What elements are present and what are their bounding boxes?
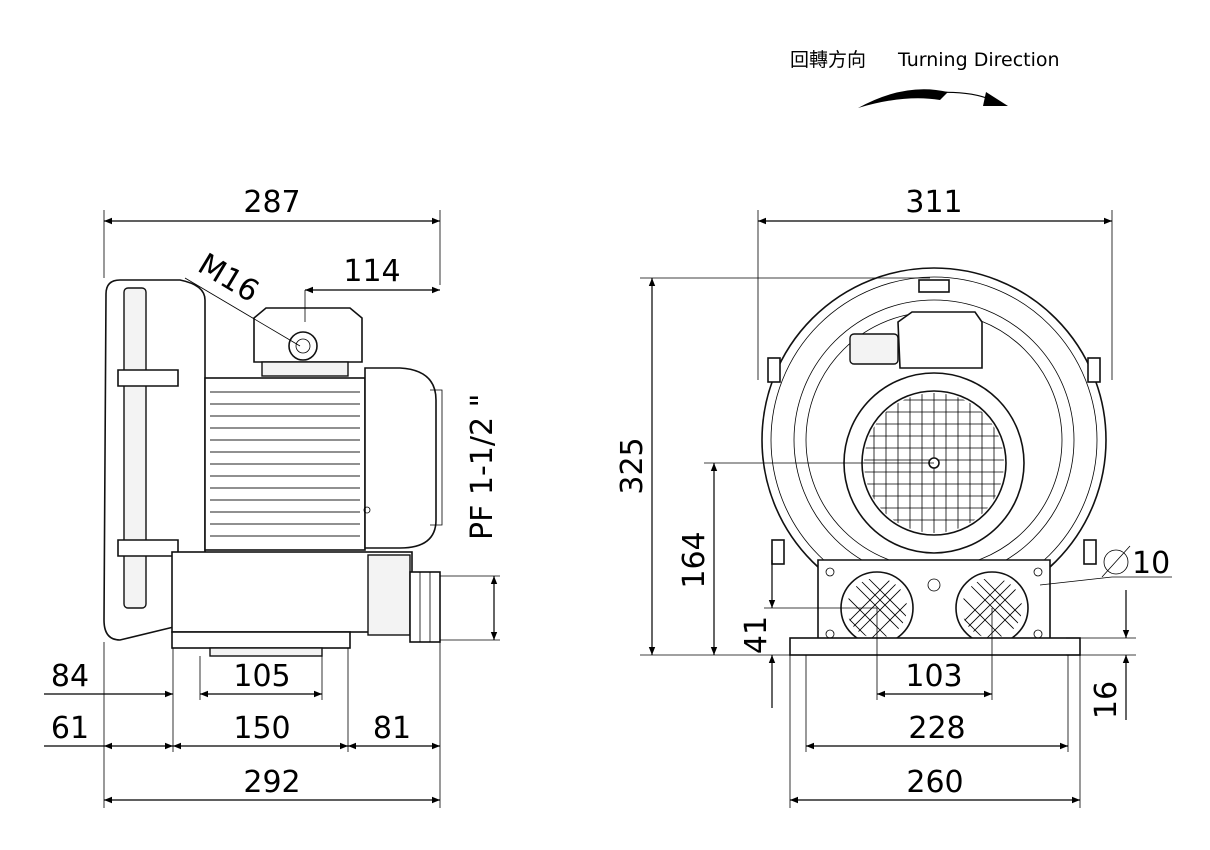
dim-16: 16 bbox=[1089, 681, 1124, 719]
front-base bbox=[789, 637, 1081, 656]
fan-cover-edge bbox=[430, 389, 443, 526]
terminal-box-front bbox=[897, 311, 983, 369]
housing-flange bbox=[123, 287, 147, 609]
motor-end-cap bbox=[364, 367, 437, 549]
diameter-symbol bbox=[1103, 549, 1129, 575]
motor-fins bbox=[210, 391, 360, 537]
direction-en-label: Turning Direction bbox=[897, 49, 1060, 71]
dim-150: 150 bbox=[233, 711, 290, 746]
dim-84: 84 bbox=[51, 659, 89, 694]
screw-tr bbox=[1033, 567, 1043, 577]
side-lug-right bbox=[1087, 357, 1101, 383]
lower-bracket bbox=[117, 539, 179, 557]
center-screw bbox=[927, 578, 941, 592]
port-thread-label: PF 1-1/2 " bbox=[465, 394, 500, 540]
dim-287: 287 bbox=[243, 185, 300, 220]
turning-direction: 回轉方向 Turning Direction bbox=[790, 49, 1060, 108]
direction-arrow-head bbox=[983, 92, 1008, 106]
dim-260: 260 bbox=[906, 765, 963, 800]
lug-lower-right bbox=[1083, 539, 1097, 565]
dim-325: 325 bbox=[615, 437, 650, 494]
terminal-box-base bbox=[261, 361, 349, 377]
port-thread-boss bbox=[409, 571, 441, 643]
cable-gland-hole bbox=[295, 338, 311, 354]
side-view: 287 114 M16 PF 1-1/2 " 84 105 61 150 bbox=[44, 185, 500, 808]
top-lug bbox=[918, 279, 950, 293]
base-plate bbox=[171, 631, 351, 649]
base-foot bbox=[209, 647, 323, 657]
direction-arrow-tail bbox=[858, 89, 948, 108]
dim-dia-10: 10 bbox=[1132, 546, 1170, 581]
dim-228: 228 bbox=[908, 711, 965, 746]
dim-292: 292 bbox=[243, 765, 300, 800]
port-collar bbox=[367, 554, 411, 636]
ground-screw bbox=[363, 506, 371, 514]
dim-103: 103 bbox=[905, 659, 962, 694]
screw-tl bbox=[825, 567, 835, 577]
dim-105: 105 bbox=[233, 659, 290, 694]
dim-61: 61 bbox=[51, 711, 89, 746]
cable-gland-front bbox=[849, 333, 899, 365]
dim-41: 41 bbox=[739, 616, 774, 654]
dim-114: 114 bbox=[343, 254, 400, 289]
front-view: 311 325 164 41 10 103 16 bbox=[615, 185, 1172, 808]
lug-lower-left bbox=[771, 539, 785, 565]
dim-164: 164 bbox=[677, 531, 712, 588]
direction-cn-label: 回轉方向 bbox=[790, 49, 866, 71]
dim-311: 311 bbox=[905, 185, 962, 220]
upper-bracket bbox=[117, 369, 179, 387]
side-lug-left bbox=[767, 357, 781, 383]
cable-gland-nut bbox=[288, 331, 318, 361]
dim-81: 81 bbox=[373, 711, 411, 746]
